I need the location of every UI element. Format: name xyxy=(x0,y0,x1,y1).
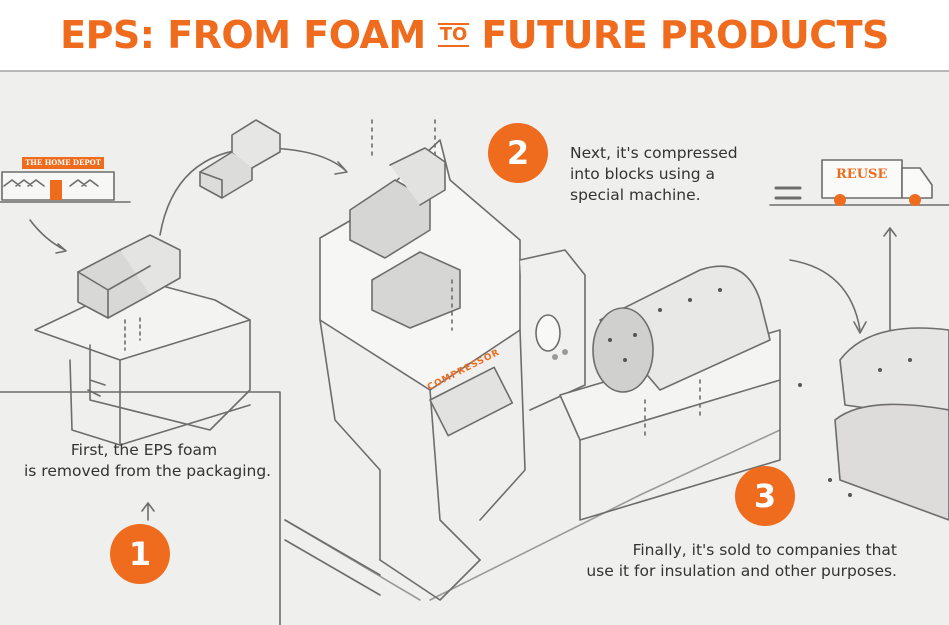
arrow xyxy=(141,502,155,521)
arrow xyxy=(55,243,67,254)
arrow xyxy=(853,321,867,334)
step-3-line-1: Finally, it's sold to companies that xyxy=(632,541,897,559)
step-2-line-3: special machine. xyxy=(570,186,701,204)
title-part-2: FUTURE PRODUCTS xyxy=(481,13,889,57)
foam-piece-flying xyxy=(199,119,281,199)
step-2-line-2: into blocks using a xyxy=(570,165,716,183)
step-2-line-1: Next, it's compressed xyxy=(570,144,738,162)
packaging-box xyxy=(34,279,251,446)
reuse-truck xyxy=(769,159,949,206)
title-connector: TO xyxy=(437,23,470,47)
stacked-blocks xyxy=(798,327,949,521)
step-3-caption: Finally, it's sold to companies that use… xyxy=(586,540,897,582)
step-2-badge: 2 xyxy=(488,123,548,183)
foam-piece-falling xyxy=(349,147,461,329)
title-banner: EPS: FROM FOAM TO FUTURE PRODUCTS xyxy=(0,0,949,72)
step-3-badge: 3 xyxy=(735,466,795,526)
ground-line xyxy=(0,391,281,625)
step-2-caption: Next, it's compressed into blocks using … xyxy=(570,143,738,206)
step-1-line-1: First, the EPS foam xyxy=(70,441,218,459)
foam-piece-box xyxy=(77,234,181,319)
process-illustration xyxy=(0,119,949,625)
step-1-line-2: is removed from the packaging. xyxy=(24,462,272,480)
store-icon xyxy=(0,171,131,203)
step-1-badge: 1 xyxy=(110,524,170,584)
arrow xyxy=(789,259,861,331)
arrow xyxy=(883,227,897,331)
step-1-caption: First, the EPS foam is removed from the … xyxy=(24,440,272,482)
arrow xyxy=(334,161,348,175)
truck-label: REUSE xyxy=(836,167,888,182)
compressed-block xyxy=(592,265,771,393)
step-3-line-2: use it for insulation and other purposes… xyxy=(586,562,897,580)
store-sign: THE HOME DEPOT xyxy=(22,157,104,169)
title-part-1: EPS: FROM FOAM xyxy=(60,13,426,57)
